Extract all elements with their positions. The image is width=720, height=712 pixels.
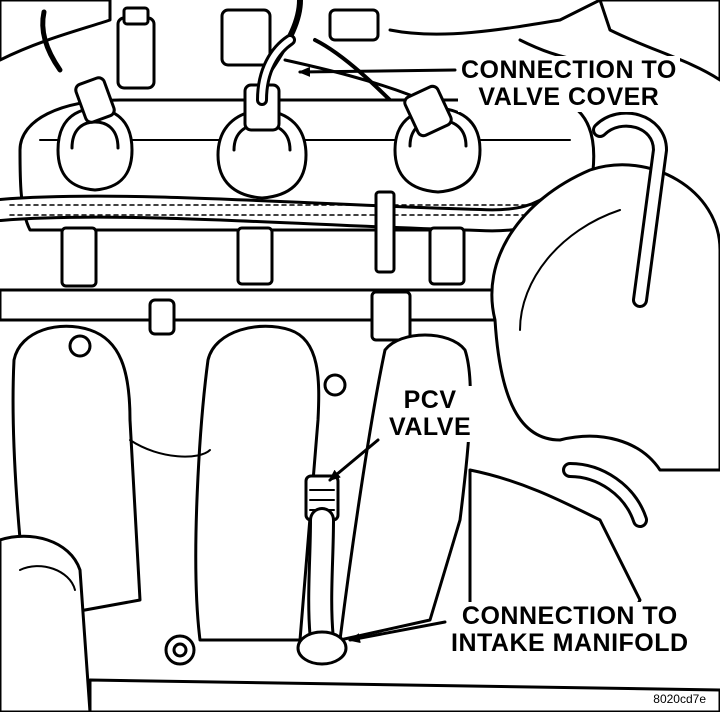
top-components xyxy=(0,0,720,112)
callout-pcv-valve: PCV VALVE xyxy=(386,386,475,442)
callout-intake-line1: CONNECTION TO xyxy=(461,602,678,630)
callout-valve-cover-line1: CONNECTION TO xyxy=(461,56,677,84)
callout-intake-manifold: CONNECTION TO INTAKE MANIFOLD xyxy=(448,602,692,658)
callout-valve-cover-line2: VALVE COVER xyxy=(478,83,660,111)
arrow-intake-manifold xyxy=(348,620,447,644)
pcv-hose-lower xyxy=(296,507,348,666)
air-intake-duct xyxy=(490,111,720,472)
callout-pcv-line1: PCV xyxy=(403,386,457,414)
spark-plug-boots xyxy=(56,76,482,200)
callout-arrows xyxy=(298,66,457,644)
callout-valve-cover: CONNECTION TO VALVE COVER xyxy=(458,56,680,112)
callout-intake-line2: INTAKE MANIFOLD xyxy=(451,629,689,657)
callout-pcv-line2: VALVE xyxy=(389,413,472,441)
figure-id: 8020cd7e xyxy=(653,692,706,706)
lower-engine xyxy=(0,462,720,712)
arrow-pcv-valve xyxy=(328,438,380,482)
fuel-injectors xyxy=(60,226,466,288)
arrow-valve-cover xyxy=(298,66,457,77)
fuel-rail xyxy=(0,288,502,342)
